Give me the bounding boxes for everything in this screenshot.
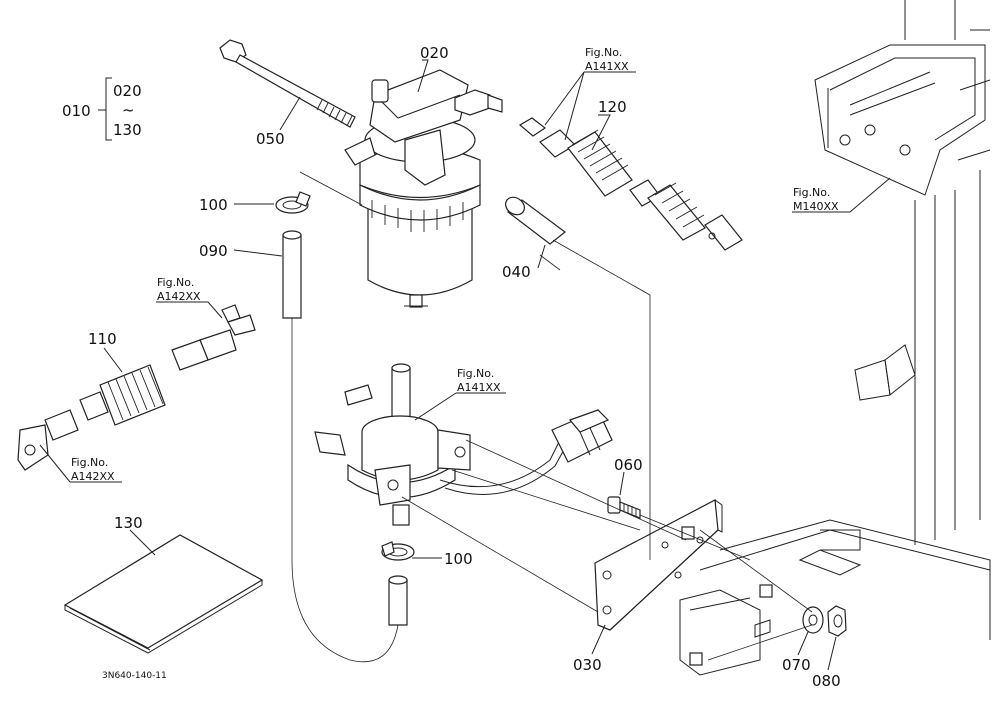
figure-references: Fig.No. A141XX Fig.No. M140XX Fig.No. A1… xyxy=(71,46,839,483)
fig-ref-a142xx-upper-line1: Fig.No. xyxy=(157,276,194,289)
label-030: 030 xyxy=(573,656,602,674)
nut-080 xyxy=(827,605,847,637)
label-020: 020 xyxy=(420,44,449,62)
assembly-lines xyxy=(299,171,813,661)
label-080: 080 xyxy=(812,672,841,690)
fig-ref-a141xx-top-line2: A141XX xyxy=(585,60,629,73)
set-range-to: 130 xyxy=(113,121,142,139)
frame-bracket xyxy=(679,0,991,676)
drawing-code: 3N640-140-11 xyxy=(102,671,167,681)
fig-ref-a141xx-mid-line2: A141XX xyxy=(457,381,501,394)
fig-ref-a142xx-upper-line2: A142XX xyxy=(157,290,201,303)
hose-clamp-100-bottom xyxy=(381,541,415,561)
fig-ref-m140xx-line1: Fig.No. xyxy=(793,186,830,199)
label-060: 060 xyxy=(614,456,643,474)
label-130: 130 xyxy=(114,514,143,532)
label-100-top: 100 xyxy=(199,196,228,214)
label-010: 010 xyxy=(62,102,91,120)
fig-ref-a142xx-lower-line1: Fig.No. xyxy=(71,456,108,469)
fuel-line xyxy=(291,318,399,663)
label-040: 040 xyxy=(502,263,531,281)
label-070: 070 xyxy=(782,656,811,674)
label-110: 110 xyxy=(88,330,117,348)
operator-manual-130 xyxy=(63,534,264,654)
fig-ref-a141xx-mid-line1: Fig.No. xyxy=(457,367,494,380)
leader-lines xyxy=(39,59,891,671)
pump-connector xyxy=(551,409,613,463)
sleeve-040 xyxy=(505,196,566,245)
label-050: 050 xyxy=(256,130,285,148)
label-120: 120 xyxy=(598,98,627,116)
fig-ref-a142xx-lower-line2: A142XX xyxy=(71,470,115,483)
fuel-filter-020 xyxy=(344,69,503,308)
hose-110 xyxy=(17,304,256,471)
bolt-050 xyxy=(219,39,356,128)
label-100-bottom: 100 xyxy=(444,550,473,568)
hose-090 xyxy=(282,230,302,319)
part-labels: 010 020 ~ 130 020 050 120 100 090 040 11… xyxy=(62,44,841,690)
fig-ref-a141xx-top-line1: Fig.No. xyxy=(585,46,622,59)
set-range-tilde: ~ xyxy=(122,101,135,119)
bottom-hose xyxy=(388,575,408,626)
bolt-060 xyxy=(607,496,641,519)
washer-070 xyxy=(802,606,824,634)
label-090: 090 xyxy=(199,242,228,260)
set-range-from: 020 xyxy=(113,82,142,100)
mounting-plate-030 xyxy=(594,499,723,631)
hose-clamp-100-top xyxy=(275,191,311,214)
fig-ref-m140xx-line2: M140XX xyxy=(793,200,839,213)
fuel-pump xyxy=(314,363,567,526)
